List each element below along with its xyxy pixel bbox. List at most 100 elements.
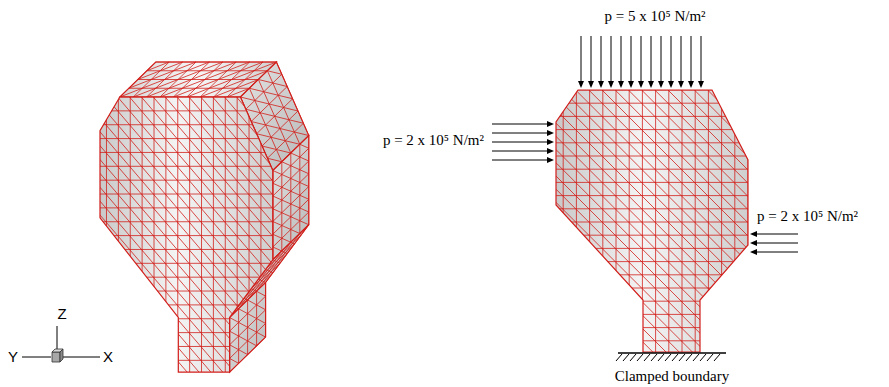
mesh-edge	[291, 204, 300, 208]
mesh-edge	[58, 97, 297, 376]
mesh-edge	[230, 345, 239, 350]
pressure-arrows	[492, 36, 798, 255]
mesh-edge	[257, 332, 266, 337]
mesh-edge	[291, 153, 300, 157]
mesh-edge	[694, 90, 889, 356]
mesh-edge	[166, 90, 432, 356]
mesh-edge	[300, 195, 309, 199]
mesh-edge	[273, 171, 282, 175]
mesh-edge	[249, 88, 263, 92]
mesh-edge	[290, 153, 291, 242]
mesh-edge	[523, 90, 789, 356]
mesh-edge	[0, 97, 48, 376]
top-pressure-arrow-shaft	[681, 36, 682, 81]
pressure-label: p = 2 x 10⁵ N/m²	[757, 208, 858, 225]
axis-label: X	[103, 348, 113, 365]
mesh-edge	[300, 157, 309, 161]
mesh-edge	[331, 97, 570, 376]
mesh-edge	[300, 144, 309, 148]
mesh-edge	[262, 146, 276, 150]
right-pressure-arrow-head	[750, 240, 757, 246]
mesh-edge	[260, 97, 499, 376]
top-pressure-arrow-head	[658, 81, 664, 88]
mesh-edge	[0, 97, 226, 376]
mesh-edge	[280, 129, 294, 133]
mesh-edge	[296, 97, 535, 376]
mesh-edge	[267, 158, 281, 162]
mesh-edge	[153, 90, 419, 356]
mesh-edge	[147, 70, 268, 71]
top-pressure-arrow-shaft	[621, 36, 622, 81]
mesh-3d-view	[0, 62, 761, 376]
top-pressure-arrow-shaft	[671, 36, 672, 81]
mesh-edge	[232, 90, 498, 356]
mesh-edge	[0, 97, 191, 376]
left-pressure-arrow-head	[547, 139, 554, 145]
mesh-edge	[0, 97, 108, 376]
top-pressure-arrow-head	[628, 81, 634, 88]
mesh-edge	[248, 300, 257, 305]
mesh-edge	[404, 90, 670, 356]
mesh-edge	[230, 318, 239, 323]
mesh-edge	[312, 90, 578, 356]
mesh-edge	[206, 90, 472, 356]
mesh-edge	[214, 88, 236, 97]
mesh-edge	[239, 309, 248, 314]
mesh-edge	[444, 90, 710, 356]
mesh-edge	[141, 97, 380, 376]
clamp-hatch	[672, 354, 678, 361]
left-pressure-arrow-head	[547, 148, 554, 154]
top-pressure-arrow-shaft	[691, 36, 692, 81]
mesh-edge	[276, 261, 278, 263]
mesh-edge	[272, 90, 538, 356]
mesh-edge	[282, 162, 291, 166]
left-pressure-arrow-shaft	[492, 160, 547, 161]
mesh-edge	[248, 327, 257, 332]
mesh-edge	[278, 95, 292, 99]
mesh-edge	[0, 97, 96, 376]
mesh-edge	[320, 97, 559, 376]
front-face	[74, 90, 889, 356]
mesh-edge	[165, 97, 404, 376]
mesh-edge	[291, 230, 300, 234]
axis-label: Y	[8, 348, 18, 365]
axis-triad	[22, 326, 100, 362]
mesh-edge	[0, 97, 84, 376]
mesh-edge	[120, 88, 142, 97]
mesh-edge	[282, 226, 291, 230]
mesh-edge	[282, 187, 291, 191]
mesh-edge	[94, 97, 333, 376]
mesh-edge	[258, 80, 272, 84]
mesh-edge	[273, 247, 282, 251]
mesh-edge	[251, 122, 265, 126]
mesh-edge	[300, 208, 309, 212]
mesh-edge	[151, 71, 173, 80]
clamp-hatch	[707, 354, 713, 361]
face-outline	[556, 90, 748, 352]
mesh-edge	[257, 305, 266, 310]
mesh-edge	[177, 97, 416, 376]
mesh-edge	[294, 132, 308, 136]
mesh-edge	[285, 90, 551, 356]
mesh-edge	[284, 251, 286, 253]
axis-label: Z	[57, 305, 66, 322]
mesh-edge	[267, 270, 269, 272]
face-outline	[273, 136, 309, 260]
mesh-edge	[34, 97, 273, 376]
mesh-edge	[178, 71, 200, 80]
mesh-edge	[260, 279, 262, 281]
top-pressure-arrow-head	[608, 81, 614, 88]
mesh-edge	[239, 350, 248, 355]
mesh-edge	[262, 280, 264, 282]
mesh-edge	[483, 90, 749, 356]
mesh-edge	[299, 144, 300, 233]
mesh-edge	[248, 314, 257, 319]
mesh-edge	[457, 90, 723, 356]
x-axis	[63, 357, 100, 358]
mesh-edge	[510, 90, 776, 356]
mesh-edge	[74, 90, 340, 356]
mesh-edge	[273, 222, 282, 226]
mesh-edge	[273, 234, 282, 238]
